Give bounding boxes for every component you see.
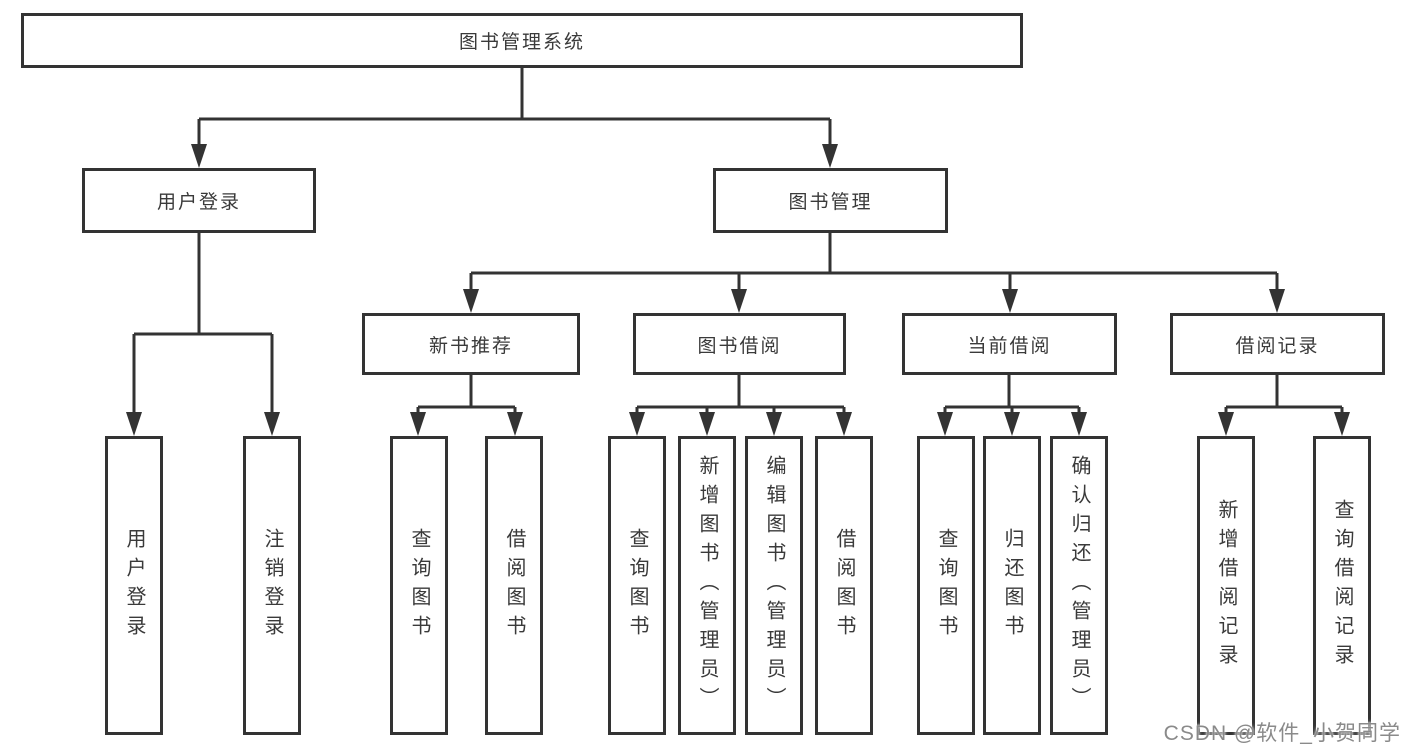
leaf-borrow-books: 借阅图书	[815, 436, 873, 735]
leaf-query-books: 查询图书	[608, 436, 666, 735]
leaf-confirm-return-admin: 确认归还（管理员）	[1050, 436, 1108, 735]
leaf-borrow-books: 借阅图书	[485, 436, 543, 735]
arrowheads	[126, 144, 1350, 436]
connector-borrow-record-to-children	[1224, 375, 1344, 416]
leaf-add-books-admin: 新增图书（管理员）	[678, 436, 736, 735]
leaf-add-borrow-record: 新增借阅记录	[1197, 436, 1255, 735]
connector-new-book-to-children	[416, 375, 517, 416]
leaf-query-books: 查询图书	[390, 436, 448, 735]
connector-book-borrow-to-children	[635, 375, 846, 416]
connector-book-mgmt-to-level3	[469, 233, 1279, 293]
connector-current-borrow-to-children	[943, 375, 1081, 416]
node-new-book-recommend: 新书推荐	[362, 313, 580, 375]
node-library-system: 图书管理系统	[21, 13, 1023, 68]
leaf-return-books: 归还图书	[983, 436, 1041, 735]
node-current-borrowing: 当前借阅	[902, 313, 1117, 375]
node-book-management: 图书管理	[713, 168, 948, 233]
leaf-logout: 注销登录	[243, 436, 301, 735]
leaf-edit-books-admin: 编辑图书（管理员）	[745, 436, 803, 735]
leaf-query-books: 查询图书	[917, 436, 975, 735]
csdn-watermark: CSDN @软件_小贺同学	[1163, 722, 1401, 745]
node-borrowing-records: 借阅记录	[1170, 313, 1385, 375]
node-book-borrowing: 图书借阅	[633, 313, 846, 375]
connector-user-login-to-children	[132, 233, 274, 416]
node-user-login: 用户登录	[82, 168, 316, 233]
connector-root-to-level2	[197, 68, 832, 148]
leaf-user-login: 用户登录	[105, 436, 163, 735]
leaf-query-borrow-record: 查询借阅记录	[1313, 436, 1371, 735]
